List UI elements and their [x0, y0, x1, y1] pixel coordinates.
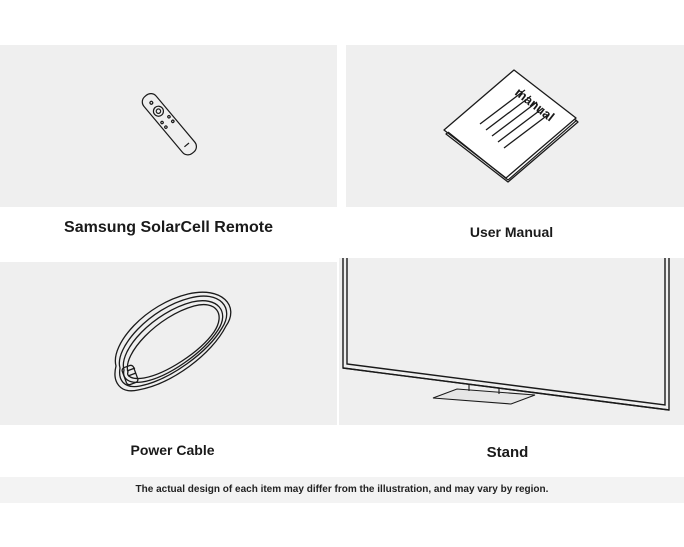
cable-tile [0, 262, 337, 425]
stand-label: Stand [486, 444, 529, 461]
tv-stand-icon [342, 258, 670, 411]
power-cable-icon [114, 291, 232, 392]
disclaimer-text: The actual design of each item may diffe… [135, 484, 549, 495]
remote-control-icon [141, 93, 198, 156]
cable-label: Power Cable [130, 442, 215, 458]
manual-book-icon: manual [443, 69, 579, 183]
disclaimer-bar [0, 477, 684, 503]
remote-tile [0, 45, 337, 207]
remote-label: Samsung SolarCell Remote [64, 219, 273, 236]
manual-label: User Manual [469, 224, 554, 240]
